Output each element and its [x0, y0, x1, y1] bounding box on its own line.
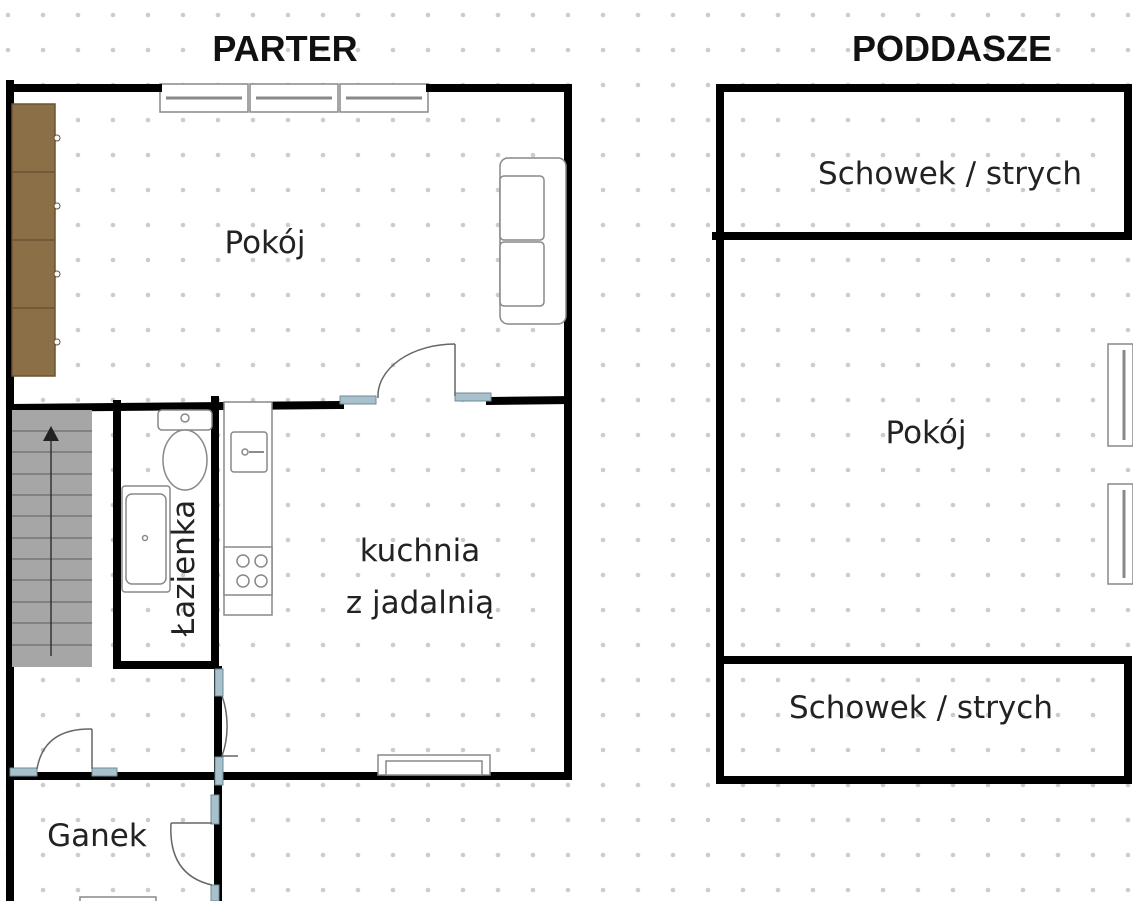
- stove-icon: [223, 546, 273, 596]
- door-entrance[interactable]: [170, 794, 220, 901]
- room-label-pokoj-parter: Pokój: [225, 225, 306, 261]
- room-label-lazienka: Łazienka: [166, 500, 202, 637]
- parter-title: PARTER: [212, 28, 357, 69]
- room-label-schowek-top: Schowek / strych: [818, 156, 1082, 192]
- sofa: [499, 157, 567, 325]
- wall-bathroom: [113, 396, 219, 669]
- wall-middle: [5, 395, 573, 413]
- poddasze-title: PODDASZE: [852, 28, 1052, 69]
- room-label-kuchnia-line2: z jadalnią: [346, 585, 494, 621]
- ganek-fixture: [79, 896, 157, 901]
- door-ganek[interactable]: [9, 728, 118, 777]
- stairs: [12, 410, 92, 667]
- room-label-pokoj-poddasze: Pokój: [886, 415, 967, 451]
- window-right-1: [1107, 343, 1133, 447]
- wardrobe: [11, 103, 61, 377]
- kitchen-fixture: [377, 754, 491, 776]
- toilet: [157, 409, 213, 491]
- bathtub: [121, 485, 171, 593]
- wall-outer: [6, 84, 572, 780]
- room-label-schowek-bottom: Schowek / strych: [789, 690, 1053, 726]
- room-label-kuchnia: kuchnia: [360, 533, 481, 569]
- window-right-2: [1107, 483, 1133, 585]
- door-living-room[interactable]: [339, 343, 492, 405]
- poddasze-plan: Schowek / strych Pokój Schowek / strych: [712, 84, 1133, 784]
- window-top: [159, 83, 429, 113]
- kitchen-counter: [223, 401, 273, 616]
- parter-plan: Pokój Łazienka: [5, 80, 573, 901]
- room-label-ganek: Ganek: [47, 818, 147, 854]
- wall-outer-poddasze: [716, 84, 1132, 784]
- door-kitchen[interactable]: [214, 668, 238, 786]
